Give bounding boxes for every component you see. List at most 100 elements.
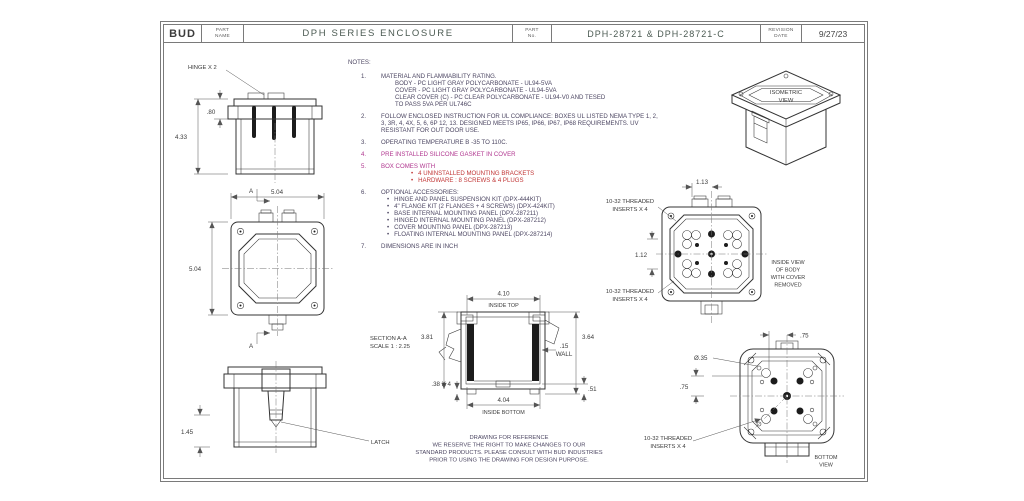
dim-left-1-12: 1.12 <box>635 252 648 259</box>
note-bullet: HINGED INTERNAL MOUNTING PANEL (DPX-2872… <box>387 217 680 224</box>
view-bottom: .75 Ø.35 .75 10-32 THREADED INSERTS X 4 … <box>644 331 844 469</box>
dim-height-5-04: 5.04 <box>189 266 202 273</box>
label-wall: WALL <box>556 351 573 358</box>
revision-date-value: 9/27/23 <box>818 28 848 39</box>
view-isometric: ISOMETRIC VIEW <box>730 70 842 166</box>
note-line: OPERATING TEMPERATURE B -35 TO 110C. <box>381 139 508 146</box>
view-section-aa: 4.10 INSIDE TOP 3.81 3.64 .15 WALL .38 X… <box>370 291 597 417</box>
disclaimer-line: STANDARD PRODUCTS. PLEASE CONSULT WITH B… <box>415 450 602 456</box>
dim-base-051: .51 <box>588 386 597 393</box>
revision-label-line: REVISION <box>768 28 794 34</box>
dim-width-5-04: 5.04 <box>271 189 284 196</box>
note-line: FOLLOW ENCLOSED INSTRUCTION FOR UL COMPL… <box>381 113 658 120</box>
note-number: 1. <box>361 73 367 80</box>
part-no-cell: DPH-28721 & DPH-28721-C <box>552 25 761 42</box>
notes-block: NOTES: 1. MATERIAL AND FLAMMABILITY RATI… <box>348 59 680 255</box>
bottom-view-caption-line2: VIEW <box>819 463 834 469</box>
insert-label-bottom-line2: INSERTS X 4 <box>612 297 648 303</box>
hinge-label: HINGE X 2 <box>188 65 217 71</box>
dim-dia-035: Ø.35 <box>694 355 708 362</box>
dim-inside-top-4-10: 4.10 <box>497 291 510 298</box>
dim-feet-038x4: .38 X 4 <box>431 381 451 388</box>
dim-top-1-13: 1.13 <box>696 179 709 186</box>
note-number: 3. <box>361 139 367 146</box>
section-arrow-a-top: A <box>249 188 254 195</box>
part-no-label: PART No. <box>513 25 552 42</box>
dim-height-4-33: 4.33 <box>175 134 188 141</box>
isometric-label-line2: VIEW <box>779 98 794 104</box>
note-1: 1. MATERIAL AND FLAMMABILITY RATING. BOD… <box>348 73 680 108</box>
disclaimer-line: DRAWING FOR REFERENCE <box>469 435 548 441</box>
note-line: PRE INSTALLED SILICONE GASKET IN COVER <box>381 151 516 158</box>
dim-cover-080: .80 <box>207 109 216 116</box>
dim-depth-3-81: 3.81 <box>421 334 434 341</box>
part-no-label-line: No. <box>527 33 537 39</box>
inside-caption-line1: INSIDE VIEW <box>771 260 805 266</box>
section-scale: SCALE 1 : 2.25 <box>370 344 410 350</box>
notes-header: NOTES: <box>348 59 371 66</box>
note-line: TO PASS 5VA PER UL746C <box>395 101 472 108</box>
note-bullet: HARDWARE : 8 SCREWS & 4 PLUGS <box>411 177 680 184</box>
insert-label-line1: 10-32 THREADED <box>644 436 692 442</box>
note-line: OPTIONAL ACCESSORIES: <box>381 189 459 196</box>
note-number: 5. <box>361 163 367 170</box>
part-name-label-line: PART <box>215 28 230 34</box>
note-number: 4. <box>361 151 367 158</box>
part-name-value: DPH SERIES ENCLOSURE <box>302 28 454 39</box>
view-side-latch: 1.45 LATCH <box>181 361 390 457</box>
dim-inside-bottom-4-04: 4.04 <box>497 397 510 404</box>
insert-label-bottom-line1: 10-32 THREADED <box>606 289 654 295</box>
inside-caption-line2: OF BODY <box>776 268 801 274</box>
dim-top-075: .75 <box>800 333 809 340</box>
note-line: COVER - PC LIGHT GRAY POLYCARBONATE - UL… <box>395 87 557 94</box>
title-block: BUD PART NAME DPH SERIES ENCLOSURE PART … <box>164 25 864 43</box>
note-bullet: 4" FLANGE KIT (2 FLANGES + 4 SCREWS) (DP… <box>387 203 680 210</box>
part-name-label: PART NAME <box>202 25 244 42</box>
note-5: 5. BOX COMES WITH 4 UNINSTALLED MOUNTING… <box>348 163 680 184</box>
note-line: DIMENSIONS ARE IN INCH <box>381 243 458 250</box>
note-bullet: HINGE AND PANEL SUSPENSION KIT (DPX-444K… <box>387 196 680 203</box>
note-number: 2. <box>361 113 367 120</box>
bud-logo: BUD <box>169 27 196 40</box>
latch-label: LATCH <box>371 440 390 446</box>
section-arrow-a-bottom: A <box>249 343 254 350</box>
note-bullet: FLOATING INTERNAL MOUNTING PANEL (DPX-28… <box>387 231 680 238</box>
part-no-label-line: PART <box>525 28 539 34</box>
label-inside-bottom: INSIDE BOTTOM <box>482 410 525 416</box>
note-line: BODY - PC LIGHT GRAY POLYCARBONATE - UL9… <box>395 80 553 87</box>
section-title: SECTION A-A <box>370 336 407 342</box>
note-4: 4. PRE INSTALLED SILICONE GASKET IN COVE… <box>348 151 680 158</box>
isometric-label-line1: ISOMETRIC <box>770 90 802 96</box>
note-6: 6. OPTIONAL ACCESSORIES: HINGE AND PANEL… <box>348 189 680 238</box>
note-line: 3, 3R, 4, 4X, 5, 6, 6P 12, 13. DESIGNED … <box>381 120 639 127</box>
logo-cell: BUD <box>164 25 202 42</box>
note-line: CLEAR COVER (C) - PC CLEAR POLYCARBONATE… <box>395 94 606 101</box>
drawing-area: 4.33 .80 HINGE X 2 <box>164 43 864 478</box>
inside-caption-line4: REMOVED <box>774 283 801 289</box>
label-inside-top: INSIDE TOP <box>488 303 519 309</box>
note-number: 6. <box>361 189 367 196</box>
drawing-sheet-inner-border: BUD PART NAME DPH SERIES ENCLOSURE PART … <box>163 24 865 479</box>
note-line: RESISTANT FOR OUT DOOR USE. <box>381 127 480 134</box>
note-bullet: BASE INTERNAL MOUNTING PANEL (DPX-287211… <box>387 210 680 217</box>
dim-left-075: .75 <box>680 384 689 391</box>
part-name-label-line: NAME <box>214 33 231 39</box>
disclaimer-line: PRIOR TO USING THE DRAWING FOR DESIGN PU… <box>429 458 589 464</box>
note-line: BOX COMES WITH <box>381 163 436 170</box>
insert-label-line2: INSERTS X 4 <box>650 444 686 450</box>
note-bullet: COVER MOUNTING PANEL (DPX-287213) <box>387 224 680 231</box>
part-name-cell: DPH SERIES ENCLOSURE <box>244 25 513 42</box>
disclaimer-line: WE RESERVE THE RIGHT TO MAKE CHANGES TO … <box>433 443 586 449</box>
dim-latch-1-45: 1.45 <box>181 429 194 436</box>
note-2: 2. FOLLOW ENCLOSED INSTRUCTION FOR UL CO… <box>348 113 680 134</box>
revision-date-cell: 9/27/23 <box>802 25 864 42</box>
revision-date-label: REVISION DATE <box>761 25 802 42</box>
footer-disclaimer: DRAWING FOR REFERENCE WE RESERVE THE RIG… <box>415 435 602 464</box>
note-line: MATERIAL AND FLAMMABILITY RATING. <box>381 73 497 80</box>
bottom-view-caption-line1: BOTTOM <box>815 455 838 461</box>
revision-label-line: DATE <box>774 33 788 39</box>
part-no-value: DPH-28721 & DPH-28721-C <box>587 28 725 39</box>
note-bullet: 4 UNINSTALLED MOUNTING BRACKETS <box>411 170 680 177</box>
drawing-sheet: BUD PART NAME DPH SERIES ENCLOSURE PART … <box>160 21 868 482</box>
view-side-hinge: 4.33 .80 HINGE X 2 <box>175 65 323 183</box>
